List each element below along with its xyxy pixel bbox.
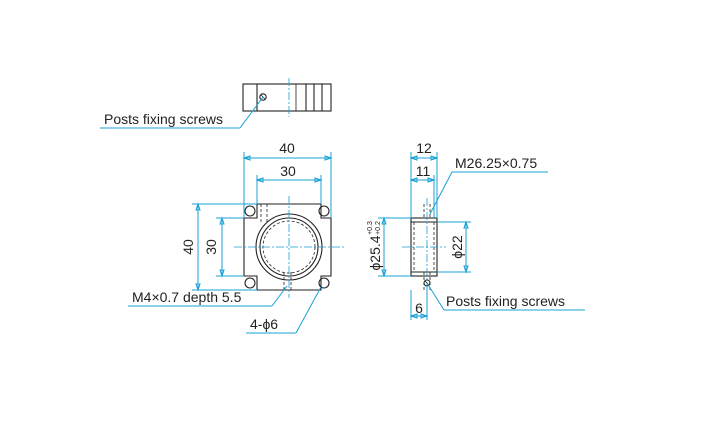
side-dim-depth-12-text: 12 (416, 140, 432, 156)
front-dim-height-30 (216, 216, 244, 278)
side-dim-offset (409, 286, 429, 320)
top-view: Posts fixing screws (100, 78, 332, 129)
side-dim-bore (378, 216, 411, 278)
side-dim-bore-tol-upper: +0.3 (367, 221, 374, 235)
side-callout-screws-leader (426, 282, 585, 311)
front-view-holes (244, 205, 330, 289)
front-view: 40 30 40 30 M4×0.7 depth (128, 140, 344, 334)
side-dim-bore-tol-lower: +0.2 (375, 221, 382, 235)
side-dim-offset-text: 6 (415, 300, 423, 316)
side-view: 12 11 M26.25×0.75 ϕ25.4 +0.3 +0.2 (367, 140, 585, 320)
front-dim-height-40 (192, 202, 257, 292)
top-view-body (242, 83, 332, 112)
side-callout-screws: Posts fixing screws (446, 293, 565, 309)
top-view-leader (100, 96, 264, 129)
front-view-screws (260, 204, 292, 290)
front-callout-tap-leader (128, 285, 288, 307)
side-callout-thread: M26.25×0.75 (455, 155, 537, 171)
side-dim-depth-11 (409, 175, 436, 218)
front-dim-width-30 (255, 175, 323, 204)
side-dim-inner-dia (437, 220, 471, 274)
top-view-callout: Posts fixing screws (104, 111, 223, 127)
side-dim-depth-11-text: 11 (416, 163, 431, 179)
top-view-slot-lines (256, 84, 323, 111)
front-dim-height-30-text: 30 (203, 239, 219, 255)
front-dim-width-40 (242, 152, 333, 218)
side-callout-thread-leader (429, 171, 548, 215)
front-dim-width-30-text: 30 (280, 163, 296, 179)
front-callout-holes-leader (246, 286, 322, 334)
front-dim-width-40-text: 40 (279, 140, 295, 156)
side-dim-depth-12 (409, 152, 439, 218)
side-dim-bore-text: ϕ25.4 (367, 235, 383, 270)
front-callout-holes: 4-ϕ6 (250, 316, 278, 332)
front-callout-tap: M4×0.7 depth 5.5 (132, 289, 242, 305)
side-dim-inner-dia-text: ϕ22 (449, 235, 465, 259)
front-dim-height-40-text: 40 (180, 239, 196, 255)
